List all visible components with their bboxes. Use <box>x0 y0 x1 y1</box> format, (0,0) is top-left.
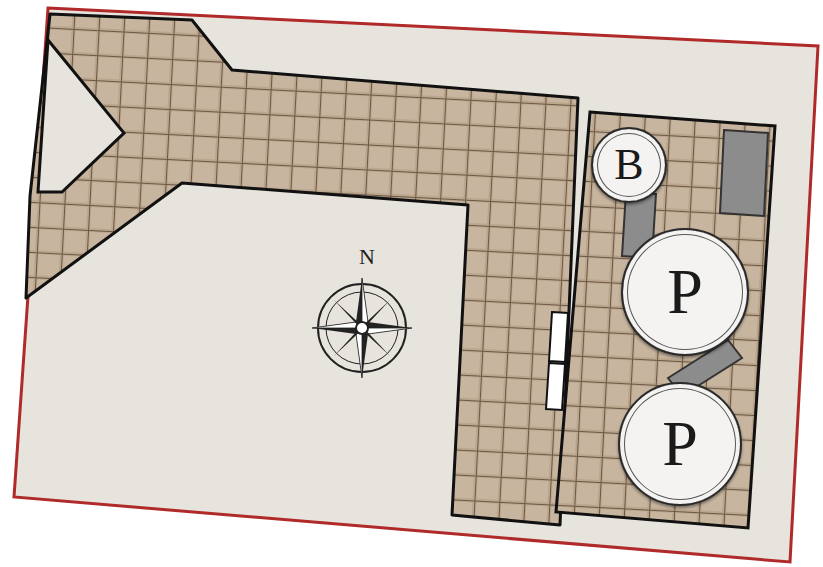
room-floor <box>556 112 775 528</box>
token-letter: B <box>614 143 643 187</box>
door <box>546 312 568 410</box>
token-letter: P <box>667 260 703 324</box>
token-letter: P <box>662 412 698 476</box>
corridor-floor <box>26 14 578 525</box>
compass-north: N <box>359 244 375 270</box>
compass-rose <box>312 278 412 378</box>
stone-wedge <box>38 40 124 192</box>
creature-token: P <box>618 382 742 506</box>
creature-token: P <box>621 228 749 356</box>
map-border <box>14 8 818 562</box>
stone-slab <box>720 130 768 216</box>
creature-token: B <box>591 127 667 203</box>
